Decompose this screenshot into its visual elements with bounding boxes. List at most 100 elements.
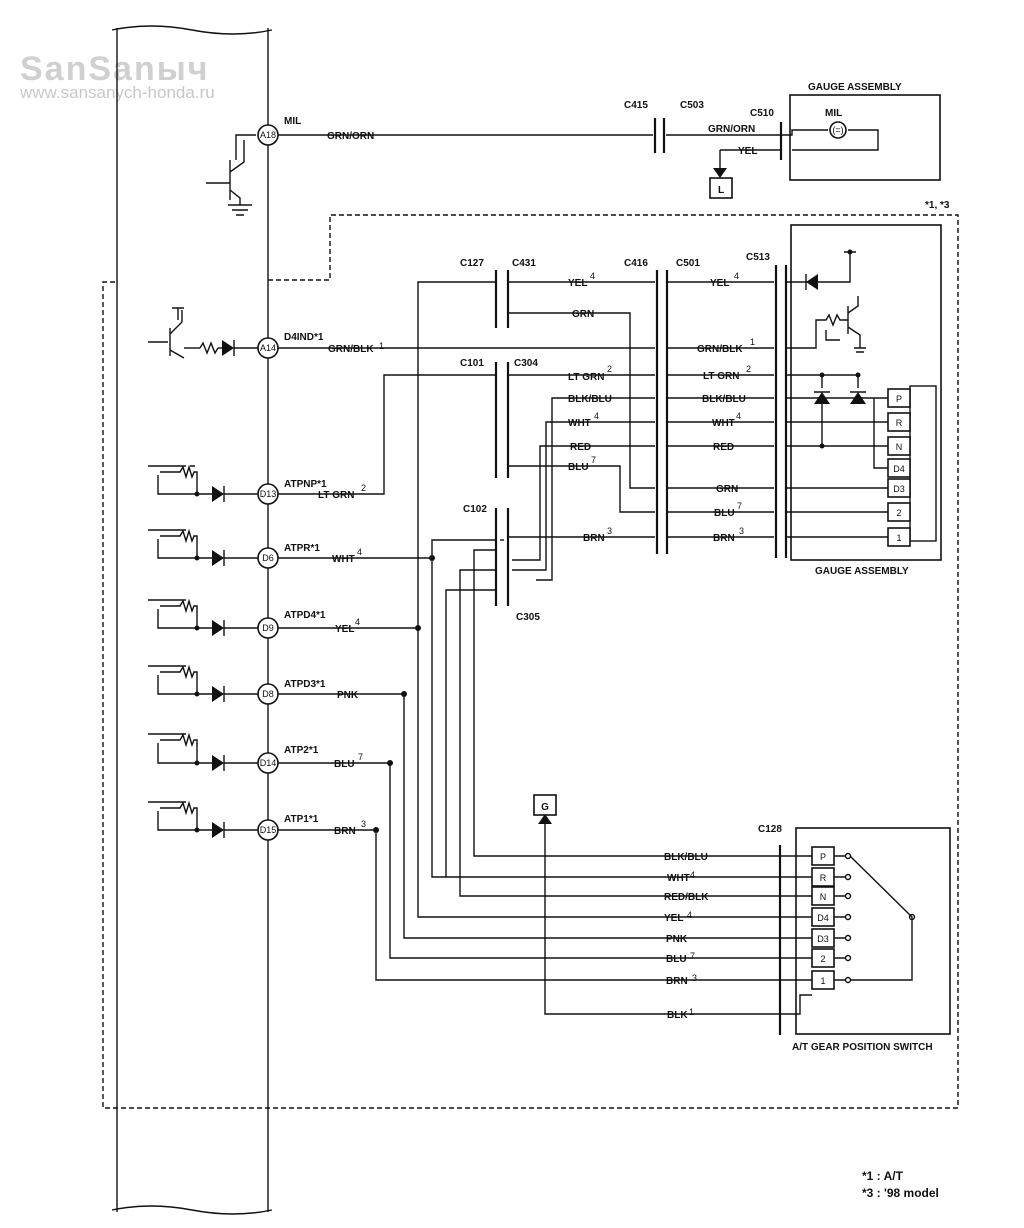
gauge-position-label: 1 [896,533,901,543]
wire-superscript-9: 7 [591,455,596,465]
wire-g-blkblu: BLK/BLU [702,394,746,405]
connector-c305: C305 [516,612,540,623]
wire-s-pnk: PNK [666,934,688,945]
wire-superscript-11: 4 [734,271,739,281]
connector-c510: C510 [750,108,774,119]
gauge-position-label: 2 [896,508,901,518]
gear-switch-internal [780,852,916,1015]
input-network-d9 [148,598,258,636]
switch-position-label: 1 [820,976,825,986]
terminal-d9-pin: D9 [262,623,274,633]
gauge-position-label: D3 [893,484,905,494]
footnotes: *1 : A/T *3 : '98 model [862,1168,939,1202]
watermark-brand: SanSanыч [20,50,210,88]
switch-position-cell [811,846,835,866]
wire-gauge-yel: YEL [738,146,757,157]
wire-d14-out: BLU [334,759,355,770]
input-network-d14 [148,732,258,771]
switch-position-label: R [820,873,827,883]
gauge-position-label: P [896,394,902,404]
wire-a14-out: GRN/BLK [328,344,374,355]
wire-superscript-10: 3 [607,526,612,536]
wire-d8-out: PNK [337,690,359,701]
wire-d6-out: WHT [332,554,355,565]
gauge-position-cell [887,458,911,478]
gauge-assembly-top [789,94,941,181]
wire-superscript-16: 3 [739,526,744,536]
wire-superscript-17: 4 [690,870,695,880]
wire-superscript-13: 2 [746,364,751,374]
input-network-d6 [148,528,258,566]
gauge-position-label: R [896,418,903,428]
wire-g-yel: YEL [710,278,729,289]
wire-s-brn: BRN [666,976,688,987]
wire-superscript-14: 4 [736,411,741,421]
wire-s-blu: BLU [666,954,687,965]
connector-c416: C416 [624,258,648,269]
wire-superscript-2: 4 [357,547,362,557]
terminal-d13-name: ATPNP*1 [284,479,327,490]
wire-s-wht: WHT [667,873,690,884]
switch-position-label: D4 [817,913,829,923]
terminal-a18-pin: A18 [260,130,276,140]
terminal-d14-pin: D14 [260,758,277,768]
footnote-at: *1 : A/T [862,1169,903,1183]
wire-superscript-3: 4 [355,617,360,627]
wire-superscript-7: 2 [607,364,612,374]
input-network-d13 [148,464,258,502]
gauge-position-cell [887,478,911,498]
wire-g-ltgrn: LT GRN [703,371,739,382]
wire-s-yel: YEL [664,913,683,924]
switch-position-label: 2 [820,954,825,964]
connector-c415: C415 [624,100,648,111]
a14-driver [148,307,258,359]
gauge-position-cell [887,388,911,408]
switch-position-cell [811,867,835,887]
switch-position-cell [811,886,835,906]
switch-position-cell [811,907,835,927]
ground-l-box [709,177,733,199]
terminal-d8-pin: D8 [262,689,274,699]
wire-c304-ltgrn: LT GRN [568,372,604,383]
wire-superscript-15: 7 [737,501,742,511]
wire-superscript-4: 7 [358,752,363,762]
wire-s-blk: BLK [667,1010,688,1021]
connector-c102: C102 [463,504,487,515]
wire-g-grn: GRN [716,484,738,495]
wire-g-red: RED [713,442,734,453]
wire-superscript-12: 1 [750,337,755,347]
switch-position-cell [811,928,835,948]
switch-title: A/T GEAR POSITION SWITCH [792,1042,933,1053]
switch-position-label: D3 [817,934,829,944]
wire-superscript-18: 4 [687,910,692,920]
wire-superscript-8: 4 [594,411,599,421]
terminal-d15-pin: D15 [260,825,277,835]
wire-superscript-5: 3 [361,819,366,829]
wire-bus [375,281,780,981]
gauge-position-label: D4 [893,464,905,474]
wire-superscript-1: 2 [361,483,366,493]
terminal-a14-name: D4IND*1 [284,332,324,343]
optional-boundary-note: *1, *3 [925,200,950,211]
wire-c304-blu: BLU [568,462,589,473]
wire-superscript-6: 4 [590,271,595,281]
ground-g-box [533,794,557,816]
wire-c431-grn: GRN [572,309,594,320]
wire-mil-out: GRN/ORN [327,131,374,142]
mil-transistor [206,134,256,216]
terminal-d9-name: ATPD4*1 [284,610,326,621]
terminal-d13-pin: D13 [260,489,277,499]
wire-g-brn: BRN [713,533,735,544]
connector-c513: C513 [746,252,770,263]
wire-g-blu: BLU [714,508,735,519]
mil-lamp-label: MIL [825,108,842,119]
ecm-body [111,25,273,1215]
terminal-d8-name: ATPD3*1 [284,679,326,690]
ground-l-label: L [718,185,724,196]
connector-c128: C128 [758,824,782,835]
terminal-d6-name: ATPR*1 [284,543,320,554]
gauge-top-title: GAUGE ASSEMBLY [808,82,902,93]
gauge-position-label: N [896,442,903,452]
